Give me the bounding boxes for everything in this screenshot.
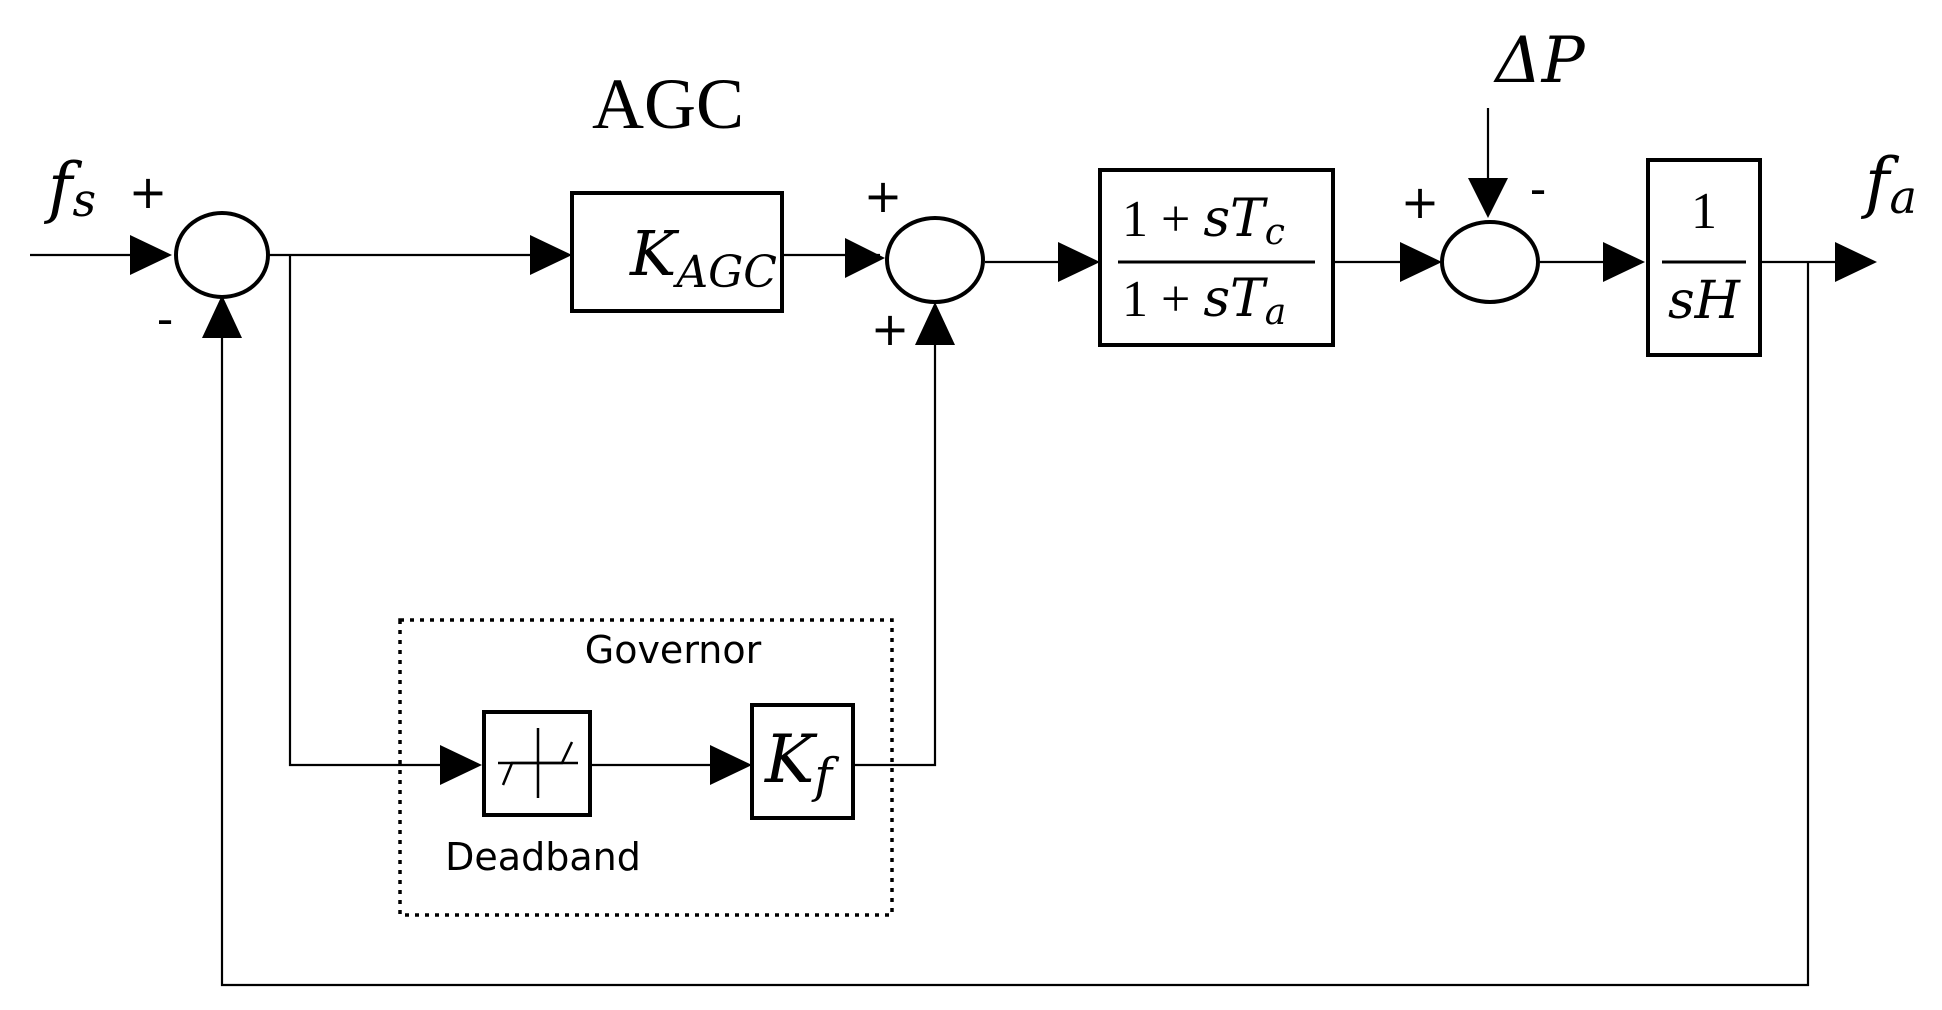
sum-junction-3 [1440,220,1540,304]
sum2-sign-bottom: + [871,302,910,356]
arrow-into-sum3 [1400,242,1442,282]
agc-title: AGC [592,64,744,144]
arrow-into-sum1 [130,235,172,275]
sum1-sign-top: + [129,165,168,219]
governor-gain-block [750,703,855,820]
sum3-sign-top: - [1530,162,1547,216]
lead-lag-numerator: 1 + sTc [1122,189,1285,253]
arrow-into-agc [530,235,572,275]
inertia-block [1646,158,1762,357]
input-signal-label: fs [43,149,96,227]
deadband-icon [498,728,578,798]
arrow-into-leadlag [1058,242,1100,282]
sum-junction-2 [885,216,985,304]
arrow-into-sum2 [845,238,885,278]
arrowheads [130,178,1877,785]
inertia-denominator: sH [1668,271,1742,331]
agc-gain-label: KAGC [629,217,777,298]
governor-title: Governor [585,628,762,672]
lead-lag-block [1098,168,1335,347]
governor-branch-line [288,255,440,767]
governor-boundary [398,618,894,917]
lead-lag-denominator: 1 + sTa [1122,269,1286,333]
arrow-into-deadband [440,745,482,785]
sum1-sign-bottom: - [157,292,174,346]
arrow-into-sum3-top [1468,178,1508,218]
deadband-label: Deadband [445,835,641,879]
sum3-sign-left: + [1401,175,1440,229]
sum-junction-1 [174,211,270,299]
output-signal-label: fa [1860,144,1917,224]
arrow-into-inertia [1603,242,1645,282]
arrow-into-kf [710,745,752,785]
sum2-sign-top: + [864,169,903,223]
signal-lines [30,108,1840,987]
agc-gain-block [570,191,784,313]
inertia-numerator: 1 [1691,183,1717,240]
arrow-into-sum1-bottom [202,295,242,338]
feedback-line [220,262,1810,987]
arrow-into-sum2-bottom [915,302,955,345]
arrow-output [1835,242,1877,282]
disturbance-label: ΔP [1492,24,1585,98]
kf-to-sum2-line [853,345,937,767]
